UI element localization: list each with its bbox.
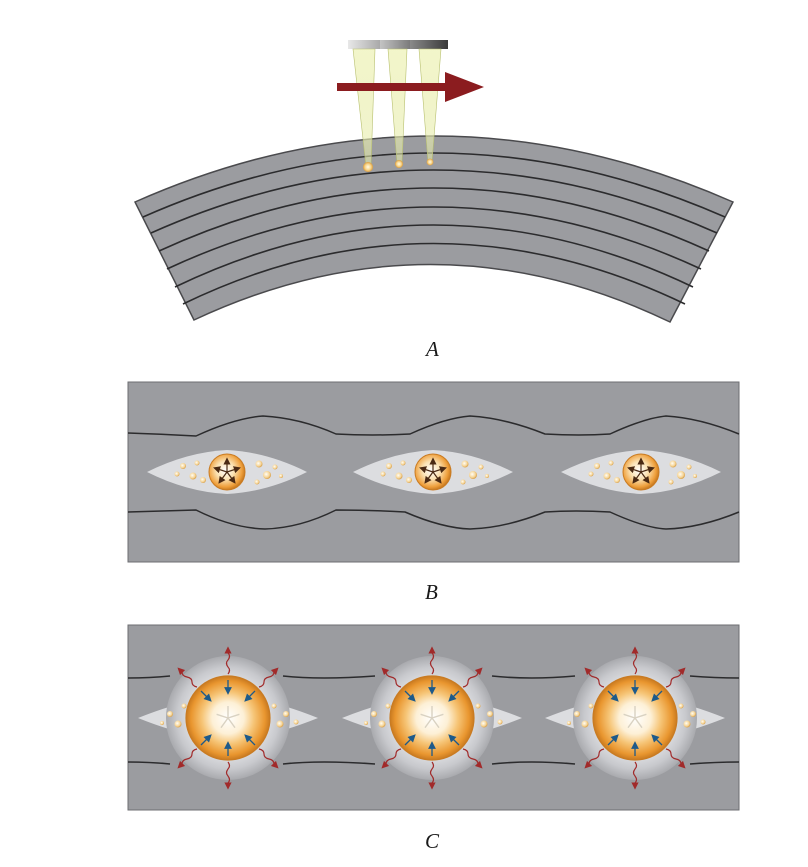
cavitation-bubble-icon: [561, 450, 721, 494]
lamellar-lines-c: [127, 675, 740, 765]
scan-direction-arrow-icon: [337, 72, 484, 102]
cavitation-bubble-icon: [545, 646, 725, 790]
panel-b: B: [127, 381, 740, 604]
cavitation-bubble-icon: [353, 450, 513, 494]
cavitation-bubble-icon: [342, 646, 522, 790]
curved-tissue-layers: [133, 135, 735, 323]
panel-b-label: B: [425, 580, 438, 604]
panel-a-label: A: [424, 337, 439, 361]
laser-beam-icon: [348, 40, 448, 172]
panel-a: A: [133, 40, 735, 361]
cavitation-bubble-icon: [147, 450, 307, 494]
lamellar-lines-b: [127, 415, 740, 530]
lamellar-lines: [142, 152, 726, 305]
panel-c-label: C: [425, 829, 440, 853]
panel-c: C: [127, 624, 740, 853]
cavitation-bubble-icon: [138, 646, 318, 790]
